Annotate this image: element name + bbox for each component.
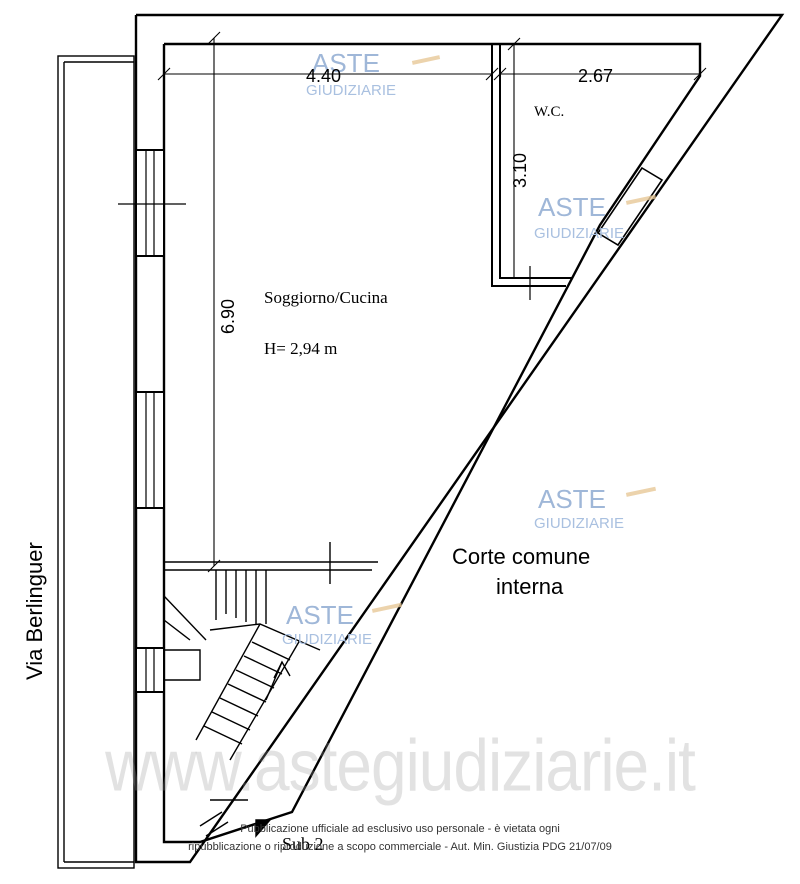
sub-label: Sub 2 (282, 834, 324, 854)
dimension-living-depth: 6.90 (218, 299, 238, 334)
dimension-wc-width: 2.67 (578, 66, 613, 86)
watermark-brand-top: ASTE (286, 600, 354, 630)
diagonal-door (596, 166, 664, 247)
wc-label: W.C. (534, 104, 564, 120)
watermark-1: ASTE GIUDIZIARIE (306, 48, 396, 99)
watermark-brand-bottom: GIUDIZIARIE (306, 82, 396, 99)
watermark-url: www.astegiudiziarie.it (105, 723, 696, 807)
street-strip (57, 55, 135, 869)
watermark-brand-bottom: GIUDIZIARIE (282, 631, 372, 648)
left-wall-openings (135, 149, 165, 693)
watermark-brand-bottom: GIUDIZIARIE (534, 225, 624, 242)
street-label: Via Berlinguer (22, 542, 47, 680)
watermark-brand-top: ASTE (538, 484, 606, 514)
dimension-living-width: 4.40 (306, 66, 341, 86)
courtyard-label-line2: interna (496, 574, 564, 599)
outer-wall (134, 13, 785, 864)
watermark-brand-top: ASTE (538, 192, 606, 222)
room-name-label: Soggiorno/Cucina (264, 288, 388, 307)
dimension-wc-depth: 3.10 (510, 153, 530, 188)
watermark-marks (371, 55, 657, 613)
footer-notice-line2: ripubblicazione o riproduzione a scopo c… (188, 841, 612, 853)
courtyard-label-line1: Corte comune (452, 544, 590, 569)
watermark-brand-bottom: GIUDIZIARIE (534, 515, 624, 532)
watermark-4: ASTE GIUDIZIARIE (282, 600, 372, 648)
watermark-2: ASTE GIUDIZIARIE (534, 192, 624, 242)
window-lines (118, 150, 186, 692)
stair-area (163, 542, 378, 838)
room-height-label: H= 2,94 m (264, 339, 337, 358)
watermark-3: ASTE GIUDIZIARIE (534, 484, 624, 532)
watermark-brand-top: ASTE (312, 48, 380, 78)
wc-partition (491, 44, 572, 300)
footer-notice-line1: Pubblicazione ufficiale ad esclusivo uso… (240, 823, 560, 835)
dimension-lines (157, 31, 707, 573)
